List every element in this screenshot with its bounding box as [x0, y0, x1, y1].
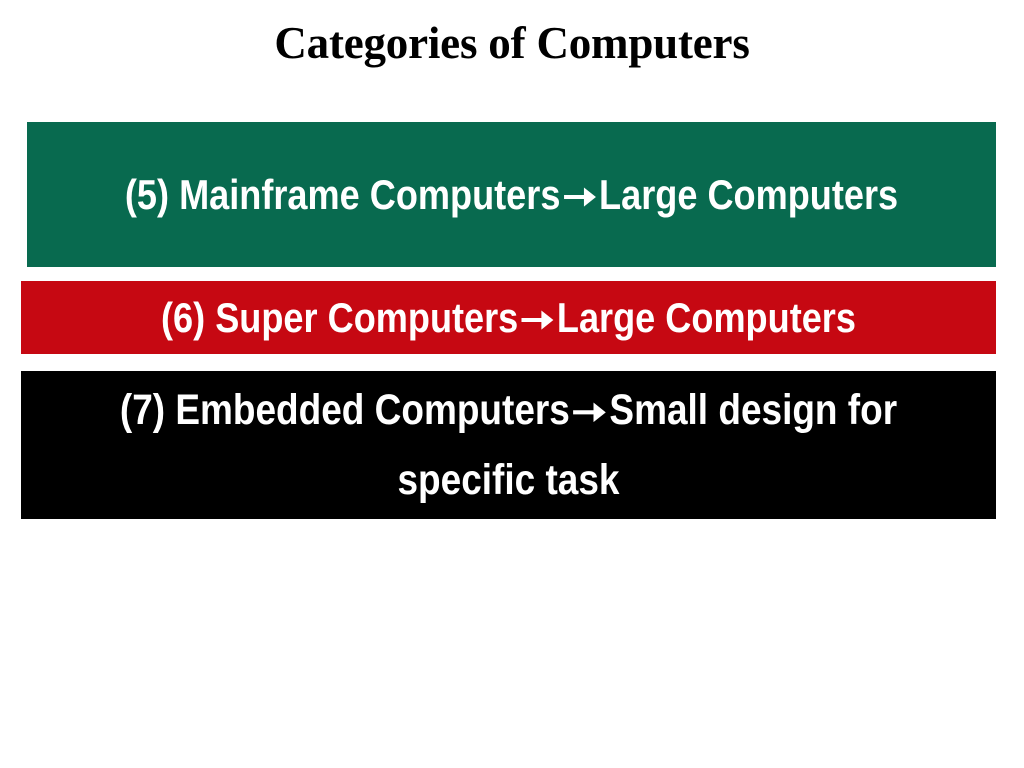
- right-arrow-icon: [520, 307, 554, 333]
- statement-bar-embedded-line1-suffix: Small design: [609, 386, 838, 434]
- statement-bar-mainframe: (5) Mainframe Computers Large Computers: [27, 122, 996, 267]
- statement-bar-embedded: (7) Embedded Computers Small design for s…: [21, 371, 996, 519]
- statement-bar-mainframe-line1-suffix: Large: [599, 170, 698, 218]
- statement-bar-embedded-line1-prefix: (7) Embedded Computers: [119, 386, 570, 434]
- statement-bar-super: (6) Super Computers Large Computers: [21, 281, 996, 354]
- right-arrow-icon: [572, 399, 607, 426]
- page-title: Categories of Computers: [274, 18, 750, 68]
- statement-bar-mainframe-line1-prefix: (5) Mainframe Computers: [124, 170, 561, 218]
- statement-bar-super-text: (6) Super Computers Large Computers: [100, 284, 918, 352]
- statement-bar-embedded-text: (7) Embedded Computers Small design for s…: [98, 375, 919, 515]
- statement-bar-embedded-line2: for specific task: [397, 386, 898, 504]
- right-arrow-icon: [563, 184, 597, 210]
- statement-bar-super-line1-suffix: Large Computers: [556, 293, 856, 341]
- statement-bar-mainframe-text: (5) Mainframe Computers Large Computers: [107, 161, 916, 229]
- statement-bar-mainframe-line2: Computers: [707, 170, 899, 218]
- statement-bar-super-line1-prefix: (6) Super Computers: [161, 293, 519, 341]
